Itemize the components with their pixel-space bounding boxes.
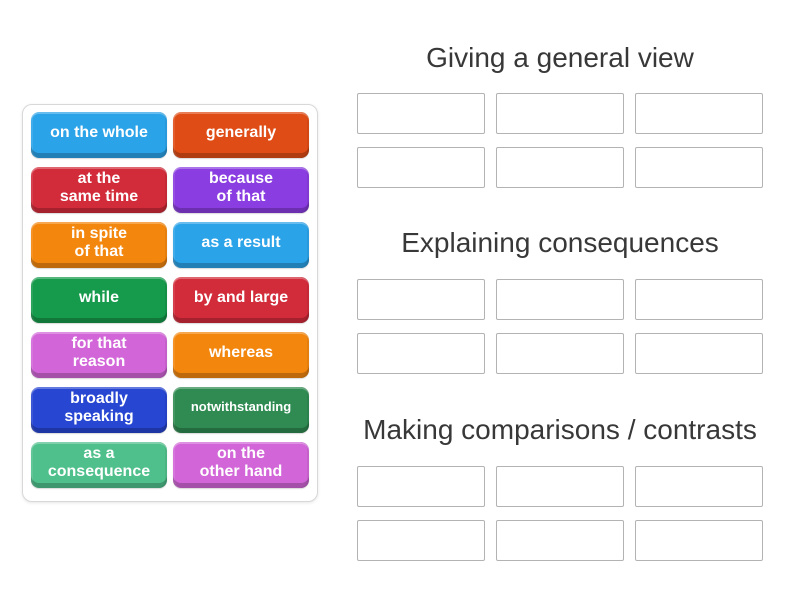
drop-slot[interactable] xyxy=(357,147,485,188)
word-tile[interactable]: while xyxy=(31,277,167,323)
word-tile[interactable]: generally xyxy=(173,112,309,158)
group-slots-making-comparisons-contrasts xyxy=(357,466,763,561)
drop-slot[interactable] xyxy=(357,520,485,561)
drop-slot[interactable] xyxy=(635,333,763,374)
drop-slot[interactable] xyxy=(357,333,485,374)
drop-slot[interactable] xyxy=(357,466,485,507)
drop-slot[interactable] xyxy=(496,333,624,374)
word-tile[interactable]: by and large xyxy=(173,277,309,323)
word-tile[interactable]: at the same time xyxy=(31,167,167,213)
word-tile[interactable]: in spite of that xyxy=(31,222,167,268)
drop-slot[interactable] xyxy=(635,93,763,134)
word-tile[interactable]: on the whole xyxy=(31,112,167,158)
group-title-giving-a-general-view: Giving a general view xyxy=(426,42,694,73)
drop-slot[interactable] xyxy=(635,147,763,188)
drop-slot[interactable] xyxy=(496,279,624,320)
drop-slot[interactable] xyxy=(496,93,624,134)
drop-slot[interactable] xyxy=(635,466,763,507)
drop-slot[interactable] xyxy=(357,93,485,134)
word-tile[interactable]: notwithstanding xyxy=(173,387,309,433)
group-title-making-comparisons-contrasts: Making comparisons / contrasts xyxy=(363,414,757,445)
word-tile[interactable]: broadly speaking xyxy=(31,387,167,433)
word-tile[interactable]: for that reason xyxy=(31,332,167,378)
word-tile[interactable]: whereas xyxy=(173,332,309,378)
word-tile[interactable]: as a result xyxy=(173,222,309,268)
drop-slot[interactable] xyxy=(496,520,624,561)
group-title-explaining-consequences: Explaining consequences xyxy=(401,227,719,258)
word-tile[interactable]: on the other hand xyxy=(173,442,309,488)
drop-slot[interactable] xyxy=(635,520,763,561)
word-tile[interactable]: as a consequence xyxy=(31,442,167,488)
drop-slot[interactable] xyxy=(635,279,763,320)
drop-slot[interactable] xyxy=(496,466,624,507)
group-slots-giving-a-general-view xyxy=(357,93,763,188)
group-slots-explaining-consequences xyxy=(357,279,763,374)
word-bank-panel: on the whole generally at the same time … xyxy=(22,104,318,502)
word-tile[interactable]: because of that xyxy=(173,167,309,213)
drop-slot[interactable] xyxy=(357,279,485,320)
drop-slot[interactable] xyxy=(496,147,624,188)
